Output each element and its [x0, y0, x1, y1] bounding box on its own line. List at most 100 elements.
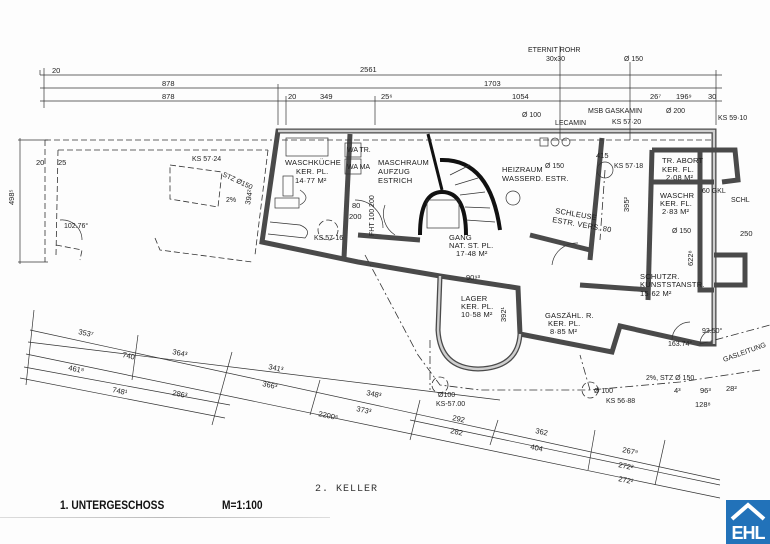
- dim-label: 80: [352, 201, 360, 210]
- dim-label: 282: [450, 426, 464, 437]
- dim-label: 250: [740, 229, 753, 238]
- floor-title: 1. UNTERGESCHOSS: [60, 498, 165, 512]
- room-area: 10·58 M²: [461, 310, 493, 319]
- annotation: KS 57·20: [612, 119, 641, 126]
- top-dimension-lines: [39, 68, 722, 125]
- annotation: STZ Ø150: [221, 171, 253, 191]
- room-area: 14·77 M²: [295, 176, 327, 185]
- annotation: WA MA: [347, 164, 370, 171]
- ehl-logo: EHL: [726, 500, 770, 544]
- room-name: SCHUTZR.: [640, 272, 680, 281]
- pipe-lines: [282, 46, 770, 391]
- dim-label: 622⁸: [686, 250, 695, 266]
- annotation: LECAMIN: [555, 120, 586, 127]
- plan-scale: M=1:100: [222, 498, 263, 512]
- room-gang: GANG NAT. ST. PL. 17·48 M²: [449, 233, 493, 258]
- dim-label: 349: [320, 92, 333, 101]
- room-floor: KER. PL.: [296, 167, 328, 176]
- annotation: KS 57·24: [192, 156, 221, 163]
- house-roof-icon: [730, 502, 766, 521]
- annotation: Ø 150: [545, 163, 564, 170]
- annotation: 2%, STZ Ø 150: [646, 375, 694, 382]
- annotation: KS-57.00: [436, 401, 465, 408]
- dim-label: 96³: [700, 386, 711, 395]
- room-area: 2·83 M²: [662, 207, 690, 216]
- room-area: 8·85 M²: [550, 327, 578, 336]
- dim-label: 4³: [674, 386, 681, 395]
- fixtures: [267, 137, 713, 399]
- dim-label: 26⁷: [650, 92, 661, 101]
- dim-label: 20: [36, 158, 44, 167]
- annotation: Ø100: [438, 392, 455, 399]
- dim-label: 28²: [726, 384, 737, 393]
- room-heizraum: HEIZRAUM WASSERD. ESTR.: [502, 165, 569, 183]
- dim-label: 292: [452, 413, 466, 424]
- room-area: 17·48 M²: [456, 249, 488, 258]
- dim-label: 878: [162, 92, 175, 101]
- dim-label: 373³: [356, 404, 373, 416]
- dim-label: 392¹: [499, 306, 508, 322]
- dim-label: 415: [596, 151, 609, 160]
- dim-label: 366³: [262, 379, 279, 391]
- dim-label: 1054: [512, 92, 529, 101]
- room-area: 2·08 M²: [666, 173, 694, 182]
- dim-label: 196⁹: [676, 92, 692, 101]
- dim-label: 461⁸: [68, 363, 85, 375]
- annotation: 102.76°: [64, 222, 88, 230]
- room-name: TR. ABORT: [662, 156, 703, 165]
- annotation: KS 57·16: [314, 235, 343, 242]
- dim-label: 2200⁶: [318, 409, 339, 422]
- plan-subtitle: 2. KELLER: [315, 484, 379, 495]
- annotation: GASLEITUNG: [722, 342, 767, 364]
- dim-label: 362: [535, 426, 549, 437]
- dim-label: 272²: [618, 474, 635, 486]
- dim-label: 128⁸: [695, 400, 711, 409]
- annotation: Ø 150: [624, 56, 643, 63]
- room-floor: KER. FL.: [660, 199, 692, 208]
- bottom-dimension-lines: [19, 309, 721, 499]
- room-area: 15·62 M²: [640, 289, 672, 298]
- room-name: GASZÄHL. R.: [545, 311, 594, 320]
- dim-label: 200: [349, 212, 362, 221]
- annotation: SCHL: [731, 197, 750, 204]
- dim-label: 878: [162, 79, 175, 88]
- room-floor: NAT. ST. PL.: [449, 241, 493, 250]
- room-maschraum: MASCHRAUM AUFZUG ESTRICH: [378, 158, 429, 185]
- room-floor: KER. PL.: [548, 319, 580, 328]
- dim-label: 364³: [172, 347, 189, 359]
- dim-label: 1703: [484, 79, 501, 88]
- room-schutzraum: SCHUTZR. KUNSTSTANSTR. 15·62 M²: [640, 272, 704, 298]
- divider: [0, 517, 330, 518]
- dim-label: 394²: [243, 189, 255, 206]
- dim-label: 353⁷: [78, 327, 95, 339]
- dim-label: 2561: [360, 65, 377, 74]
- annotation: 60 GKL: [702, 188, 726, 195]
- dim-label: 498⁵: [7, 189, 16, 205]
- room-area: ESTRICH: [378, 176, 412, 185]
- dim-label: 740: [122, 350, 136, 361]
- building-walls: [259, 128, 748, 372]
- room-floor: KER. PL.: [461, 302, 493, 311]
- room-waschraum: WASCHR KER. FL. 2·83 M²: [660, 191, 695, 216]
- annotation: KS 57·18: [614, 163, 643, 170]
- annotation: 93.50°: [702, 327, 723, 335]
- dim-label: 90⁹³: [466, 273, 481, 282]
- room-name: WASCHR: [660, 191, 695, 200]
- dim-label: 25: [58, 158, 66, 167]
- logo-text: EHL: [731, 523, 766, 543]
- dim-label: 395²: [622, 196, 631, 212]
- annotation: ETERNIT ROHR: [528, 47, 580, 54]
- annotation: KS 56·88: [606, 398, 635, 405]
- annotation: 30x30: [546, 56, 565, 63]
- room-floor: KER. FL.: [662, 165, 694, 174]
- room-name: MASCHRAUM: [378, 158, 429, 167]
- dim-label: 272²: [618, 460, 635, 472]
- dim-label: 748¹: [112, 385, 129, 397]
- annotation: Ø 200: [666, 108, 685, 115]
- room-tr-abort: TR. ABORT KER. FL. 2·08 M²: [662, 156, 703, 182]
- annotation: WA TR.: [347, 147, 371, 154]
- room-name: HEIZRAUM: [502, 165, 543, 174]
- room-name: LAGER: [461, 294, 488, 303]
